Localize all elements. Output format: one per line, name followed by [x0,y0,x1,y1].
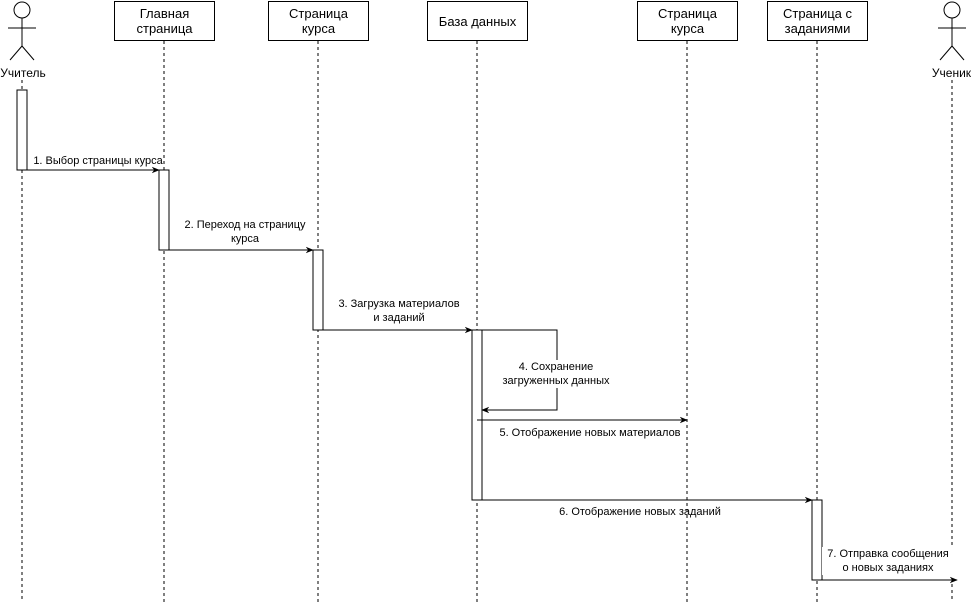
activation-bars [16,89,823,581]
message-label-m2: 2. Переход на страницу курса [184,219,306,245]
actor-figure-teacher [8,1,36,61]
message-label-m4: 4. Сохранение загруженных данных [490,360,622,388]
message-label-m1: 1. Выбор страницы курса [33,155,163,167]
message-arrows [27,166,958,584]
message-label-m3: 3. Загрузка материалов и заданий [338,298,460,324]
message-label-m5: 5. Отображение новых материалов [499,427,681,439]
participant-tasks: Страница с заданиями [767,1,868,41]
activation-tasks [811,499,823,581]
participant-course1: Страница курса [268,1,369,41]
actor-figure-student [938,1,966,61]
actor-label-student: Ученик [931,66,972,80]
participant-main: Главная страница [114,1,215,41]
activation-main [158,169,170,251]
participant-course2: Страница курса [637,1,738,41]
activation-db [471,329,483,501]
message-label-m6: 6. Отображение новых заданий [559,506,721,518]
message-label-m7: 7. Отправка сообщения о новых заданиях [822,547,954,575]
actor-label-teacher: Учитель [0,66,46,80]
activation-teacher [16,89,28,171]
activation-course1 [312,249,324,331]
participant-db: База данных [427,1,528,41]
